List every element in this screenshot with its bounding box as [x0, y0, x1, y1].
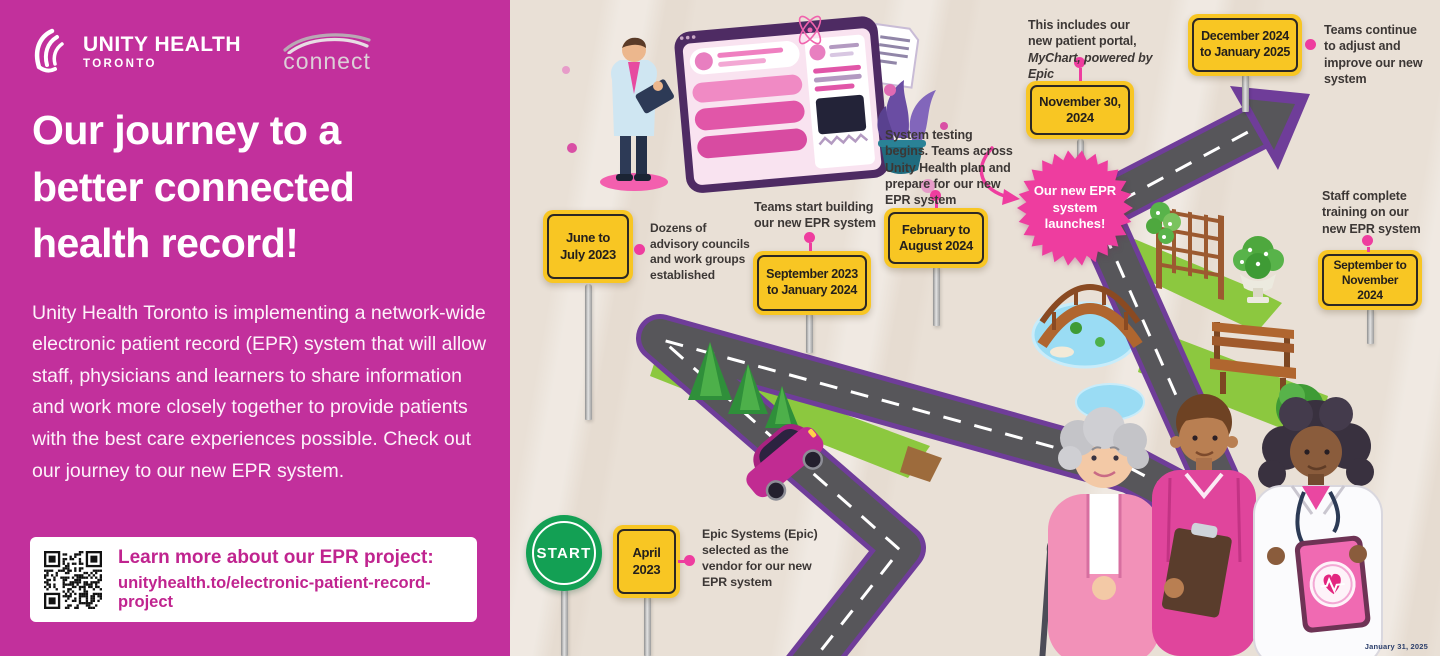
- nurse-with-clipboard-illustration: [1152, 394, 1256, 656]
- unity-health-leaf-icon: [34, 28, 64, 73]
- lily-pad: [1070, 322, 1082, 334]
- cta-card: Learn more about our EPR project: unityh…: [30, 537, 477, 622]
- connector-dot: [930, 190, 941, 201]
- grass-island-dirt-edge: [900, 446, 942, 482]
- milestone-note: Dozens of advisory councils and work gro…: [650, 221, 750, 282]
- sign-pole: [1367, 308, 1374, 344]
- start-sign-pole: [561, 589, 568, 656]
- page-title: Our journey to a better connected health…: [32, 107, 355, 267]
- milestone-date: December 2024 to January 2025: [1192, 18, 1298, 72]
- milestone-date: September 2023 to January 2024: [757, 255, 867, 311]
- milestone-note: This includes our new patient portal, My…: [1028, 17, 1156, 82]
- start-sign-ring: START: [532, 521, 596, 585]
- connector-stem: [935, 201, 938, 208]
- decor-dot: [940, 122, 948, 130]
- milestone-date: November 30, 2024: [1030, 85, 1130, 135]
- road-arrowhead: [1246, 99, 1295, 150]
- footer-date: January 31, 2025: [1364, 642, 1428, 651]
- atom-icon: [798, 15, 822, 45]
- milestone-sign: September 2023 to January 2024: [753, 251, 871, 315]
- patient-record-screen-illustration: [562, 15, 948, 193]
- sign-pole: [644, 596, 651, 656]
- milestone-date: September to November 2024: [1322, 254, 1418, 306]
- connect-wordmark: connect: [283, 48, 371, 74]
- decor-dot: [562, 66, 570, 74]
- connector-dot: [1362, 235, 1373, 246]
- roadmap-scene: [562, 15, 1383, 656]
- sign-pole: [1242, 74, 1249, 112]
- curved-arrow-icon: [979, 146, 1020, 205]
- connector-dot: [684, 555, 695, 566]
- timeline-panel: April 2023 Epic Systems (Epic) selected …: [510, 0, 1440, 656]
- milestone-date: February to August 2024: [888, 212, 984, 264]
- milestone-sign: November 30, 2024: [1026, 81, 1134, 139]
- doctor-with-tablet-illustration: [1253, 397, 1383, 656]
- decor-dot: [567, 143, 577, 153]
- milestone-note: Staff complete training on our new EPR s…: [1322, 189, 1421, 236]
- connector-stem: [1367, 247, 1370, 252]
- connect-arch-icon: [283, 33, 371, 54]
- unity-health-wordmark: UNITY HEALTH: [83, 33, 242, 56]
- qr-code-icon: [44, 550, 102, 609]
- cta-label: Learn more about our EPR project:: [118, 547, 434, 568]
- milestone-note-emphasis: MyChart, powered by Epic: [1028, 50, 1153, 81]
- milestone-note: Epic Systems (Epic) selected as the vend…: [702, 527, 818, 589]
- unity-health-toronto: TORONTO: [83, 58, 157, 70]
- start-sign: START: [526, 515, 602, 591]
- milestone-sign: December 2024 to January 2025: [1188, 14, 1302, 76]
- milestone-date: April 2023: [617, 529, 676, 594]
- milestone-note: System testing begins. Teams across Unit…: [885, 128, 1013, 207]
- milestone-sign: June to July 2023: [543, 210, 633, 283]
- milestone-date: June to July 2023: [547, 214, 629, 279]
- connector-dot: [1305, 39, 1316, 50]
- garden-trellis-icon: [1146, 202, 1224, 300]
- connector-stem: [809, 243, 812, 251]
- milestone-sign: February to August 2024: [884, 208, 988, 268]
- sign-pole: [806, 313, 813, 353]
- wooden-bridge-icon: [1037, 284, 1143, 349]
- launch-text: Our new EPR system launches!: [1033, 182, 1117, 232]
- sign-pole: [933, 266, 940, 326]
- connector-dot: [804, 232, 815, 243]
- epr-screen: [674, 16, 890, 193]
- flower-urn-icon: [1233, 236, 1284, 303]
- milestone-sign: September to November 2024: [1318, 250, 1422, 310]
- connector-line: [678, 560, 686, 563]
- decor-dot: [884, 84, 896, 96]
- milestone-sign: April 2023: [613, 525, 680, 598]
- launch-starburst: Our new EPR system launches!: [1015, 148, 1135, 268]
- sign-pole: [585, 284, 592, 420]
- milestone-note-text: This includes our new patient portal,: [1028, 18, 1137, 49]
- cta-link[interactable]: unityhealth.to/electronic-patient-record…: [118, 574, 431, 611]
- connector-dot: [1074, 57, 1085, 68]
- pine-trees-icon: [688, 342, 799, 428]
- starburst-icon: [1017, 150, 1133, 266]
- pink-suv-car-icon: [746, 423, 824, 501]
- connector-stem: [1079, 68, 1082, 81]
- connect-logo: connect: [281, 30, 373, 73]
- left-text-panel: UNITY HEALTH TORONTO connect Our journey…: [0, 0, 510, 656]
- unity-health-logo: UNITY HEALTH TORONTO: [32, 28, 241, 76]
- connector-dot: [634, 244, 645, 255]
- purple-plant-icon: [877, 80, 936, 174]
- elderly-patient-illustration: [1039, 407, 1160, 656]
- lily-pad: [1095, 337, 1105, 347]
- milestone-note: Teams continue to adjust and improve our…: [1324, 23, 1423, 86]
- logo-row: UNITY HEALTH TORONTO connect: [32, 28, 480, 76]
- doctor-with-chart-illustration: [600, 37, 674, 191]
- milestone-note: Teams start building our new EPR system: [754, 200, 876, 231]
- sand-patch: [1050, 346, 1074, 358]
- intro-paragraph: Unity Health Toronto is implementing a n…: [32, 301, 487, 482]
- decor-dot: [921, 179, 935, 193]
- start-label: START: [536, 544, 592, 562]
